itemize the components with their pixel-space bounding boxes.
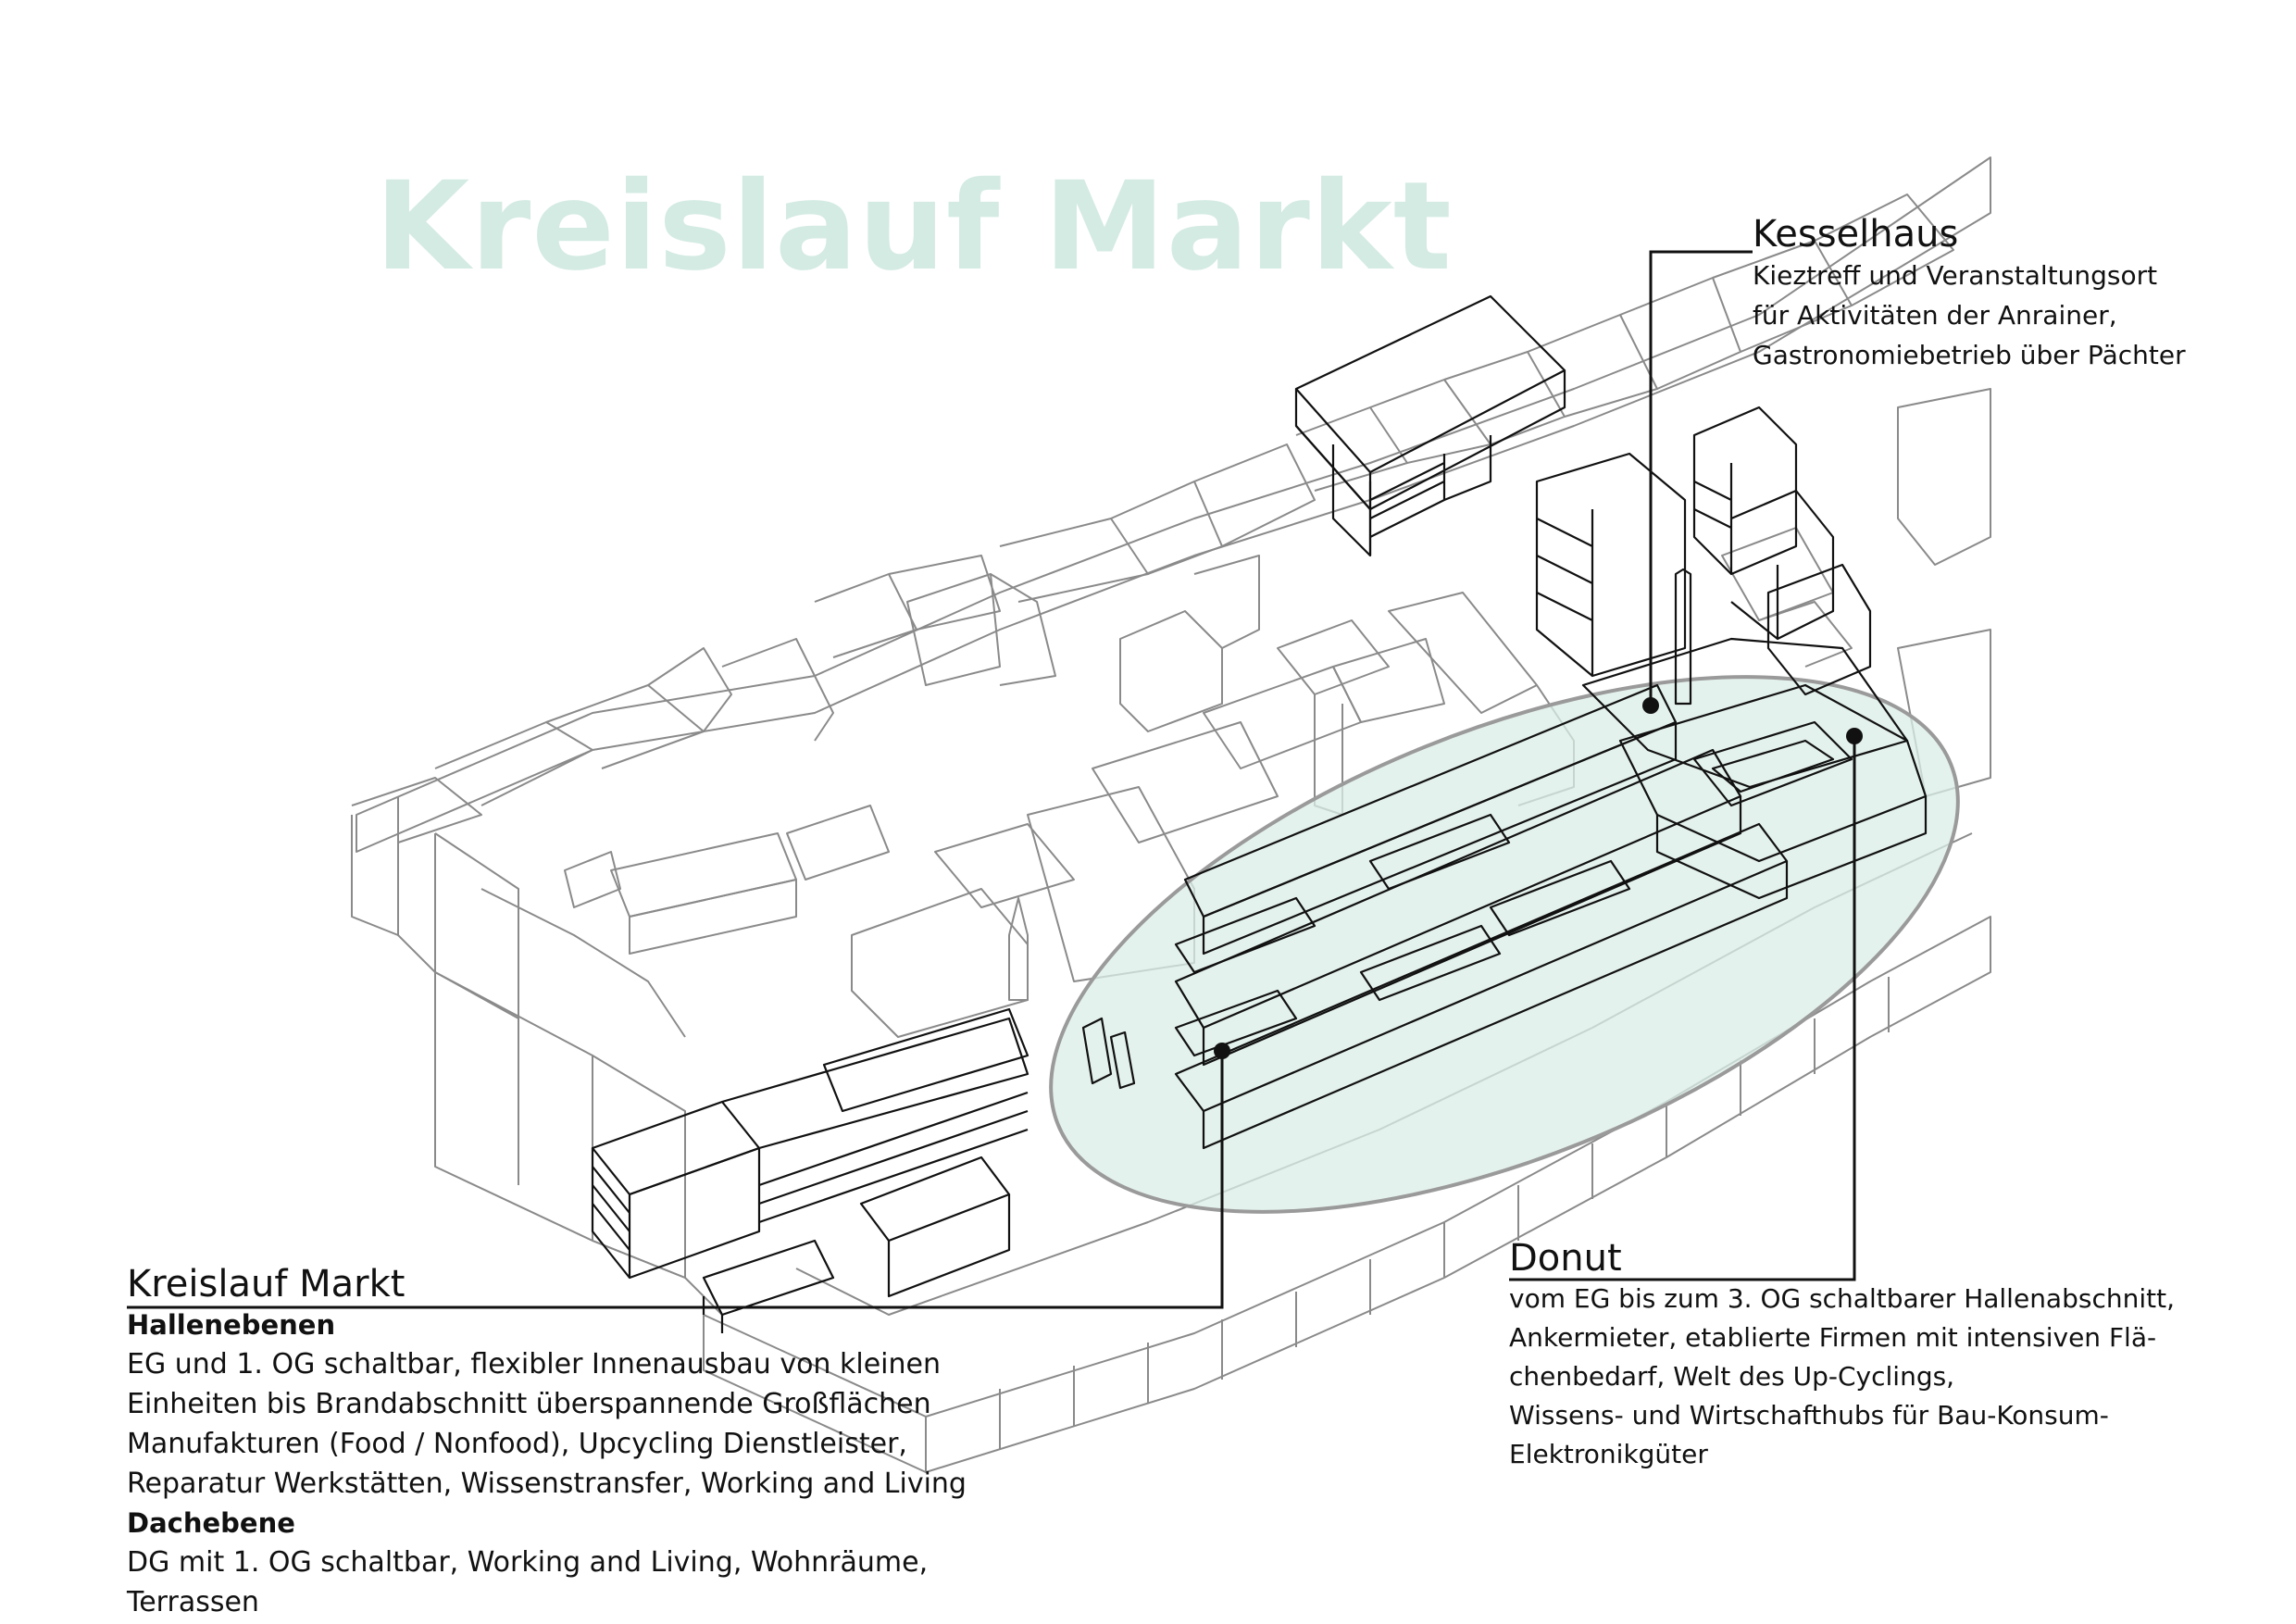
highlight-zone: [1049, 675, 1960, 1214]
callout-kesselhaus-heading: Kesselhaus: [1753, 213, 1959, 256]
callout-kreislauf-markt-line: Reparatur Werkstätten, Wissenstransfer, …: [127, 1468, 967, 1500]
callout-kesselhaus-line: Gastronomiebetrieb über Pächter: [1753, 340, 2186, 370]
callout-kesselhaus: Kesselhaus Kieztreff und Veranstaltungso…: [1753, 213, 2186, 375]
dot-kesselhaus: [1642, 697, 1659, 714]
dot-donut: [1846, 728, 1863, 744]
page-title: Kreislauf Markt: [375, 156, 1453, 298]
leader-donut: [1509, 736, 1856, 1281]
leader-dots: [1214, 697, 1863, 1059]
callout-donut-heading: Donut: [1509, 1237, 1622, 1280]
callout-donut-line: Wissens- und Wirtschafthubs für Bau-Kons…: [1509, 1400, 2109, 1430]
callout-kreislauf-markt-line: EG und 1. OG schaltbar, flexibler Innena…: [127, 1348, 941, 1380]
callout-donut: Donut vom EG bis zum 3. OG schaltbarer H…: [1509, 1237, 2175, 1474]
featured-buildings: [591, 294, 1928, 1333]
callout-kreislauf-markt: Kreislauf Markt Hallenebenen EG und 1. O…: [127, 1263, 967, 1622]
callout-kreislauf-markt-line: Manufakturen (Food / Nonfood), Upcycling…: [127, 1428, 907, 1460]
callout-donut-line: vom EG bis zum 3. OG schaltbarer Hallena…: [1509, 1283, 2175, 1314]
callout-donut-line: chenbedarf, Welt des Up-Cyclings,: [1509, 1361, 1955, 1392]
callout-donut-line: Elektronikgüter: [1509, 1439, 1708, 1469]
callout-kreislauf-markt-heading: Kreislauf Markt: [127, 1263, 406, 1305]
leader-kreislauf-markt: [127, 1051, 1224, 1309]
callout-kreislauf-markt-line: Einheiten bis Brandabschnitt überspannen…: [127, 1388, 931, 1420]
callout-kreislauf-markt-line: DG mit 1. OG schaltbar, Working and Livi…: [127, 1546, 929, 1579]
leader-kesselhaus: [1649, 250, 1753, 706]
leader-lines: [127, 250, 1856, 1309]
callout-kesselhaus-line: Kieztreff und Veranstaltungsort: [1753, 260, 2158, 291]
callout-subheading-hallenebenen: Hallenebenen: [127, 1309, 336, 1341]
dot-kreislauf-markt: [1214, 1043, 1230, 1059]
callout-kesselhaus-line: für Aktivitäten der Anrainer,: [1753, 300, 2117, 331]
callout-subheading-dachebene: Dachebene: [127, 1507, 295, 1539]
callout-donut-line: Ankermieter, etablierte Firmen mit inten…: [1509, 1322, 2157, 1353]
callout-kreislauf-markt-line: Terrassen: [127, 1586, 259, 1618]
